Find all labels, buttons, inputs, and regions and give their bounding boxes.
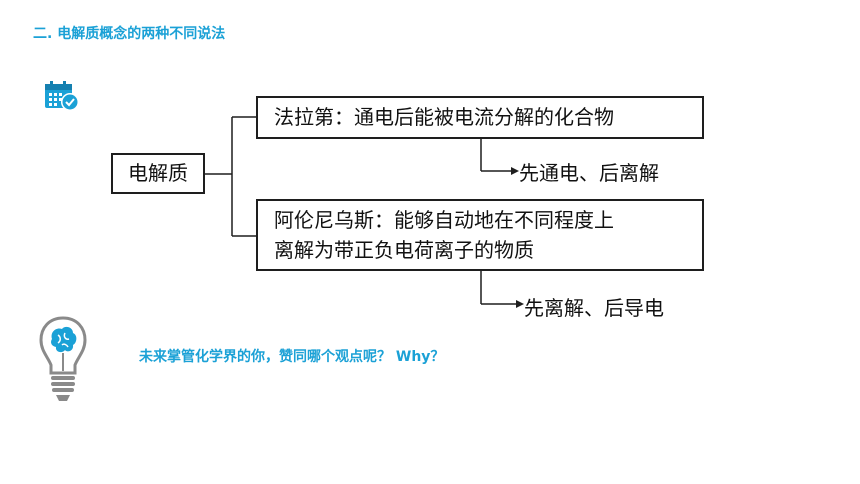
concept-diagram: 电解质 法拉第：通电后能被电流分解的化合物 阿伦尼乌斯：能够自动地在不同程度上 … [111, 96, 705, 320]
faraday-box: 法拉第：通电后能被电流分解的化合物 [256, 96, 704, 139]
arrhenius-note: 先离解、后导电 [524, 296, 664, 320]
section-title: 二. 电解质概念的两种不同说法 [33, 26, 226, 42]
root-box: 电解质 [111, 153, 205, 194]
connector-lines [205, 116, 524, 308]
arrhenius-box: 阿伦尼乌斯：能够自动地在不同程度上 离解为带正负电荷离子的物质 [256, 199, 704, 271]
arrhenius-line1: 阿伦尼乌斯：能够自动地在不同程度上 [274, 208, 614, 232]
arrhenius-line2: 离解为带正负电荷离子的物质 [274, 238, 534, 262]
calendar-check-icon [45, 81, 79, 111]
question-text: 未来掌管化学界的你，赞同哪个观点呢？ Why？ [139, 349, 445, 365]
faraday-note: 先通电、后离解 [519, 161, 659, 185]
lightbulb-brain-icon [39, 316, 87, 401]
